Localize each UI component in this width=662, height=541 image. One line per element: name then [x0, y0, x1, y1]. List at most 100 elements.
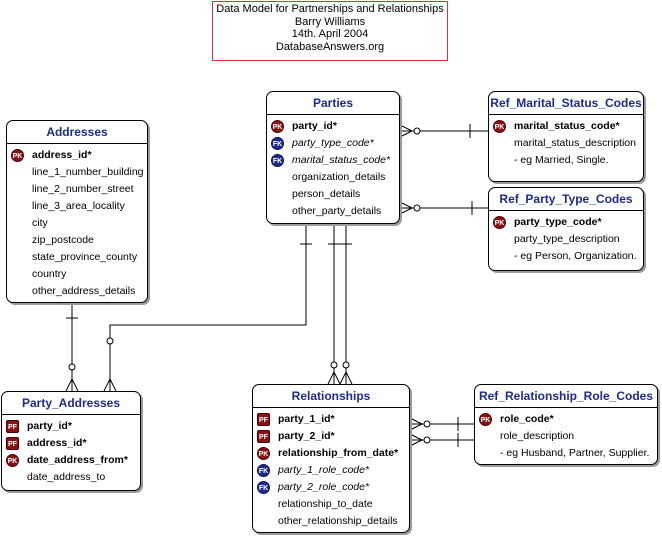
attribute-row: PF address_id* [2, 435, 140, 452]
attribute-name: party_2_role_code* [278, 481, 370, 493]
attribute-row: FK party_1_role_code* [253, 462, 409, 479]
pf-key-icon: PF [6, 437, 19, 450]
attribute-name: party_type_code* [514, 216, 602, 228]
attribute-row: organization_details [267, 169, 399, 186]
attribute-row: FK marital_status_code* [267, 152, 399, 169]
attribute-name: role_description [500, 430, 575, 442]
pk-key-icon: PK [257, 447, 270, 460]
title-line: DatabaseAnswers.org [275, 40, 385, 53]
attribute-row: FK party_type_code* [267, 135, 399, 152]
connector-parties-relationships-1 [327, 224, 341, 385]
title-line: 14th. April 2004 [291, 28, 369, 40]
attribute-name: state_province_county [32, 251, 138, 263]
attribute-row: relationship_to_date [253, 496, 409, 513]
attribute-name: organization_details [292, 171, 386, 183]
fk-key-icon: FK [257, 481, 270, 494]
attribute-row: marital_status_description [489, 135, 643, 152]
attribute-row: PK party_type_code* [489, 214, 643, 231]
connector-addresses-party-addresses [65, 303, 79, 392]
connector-relationships-role-2 [409, 433, 474, 447]
attribute-name: line_2_number_street [32, 183, 134, 195]
attribute-name: party_1_role_code* [278, 464, 370, 476]
attribute-row: PK date_address_from* [2, 452, 140, 469]
attribute-name: - eg Married, Single. [514, 154, 609, 166]
attribute-name: party_type_code* [292, 137, 374, 149]
pk-key-icon: PK [493, 120, 506, 133]
attribute-name: - eg Husband, Partner, Supplier. [500, 447, 650, 459]
attribute-row: - eg Married, Single. [489, 152, 643, 169]
entity-title: Ref_Relationship_Role_Codes [475, 385, 657, 408]
attribute-row: role_description [475, 428, 657, 445]
attribute-name: relationship_from_date* [278, 447, 399, 459]
attribute-name: role_code* [500, 413, 554, 425]
attribute-row: - eg Person, Organization. [489, 248, 643, 265]
attribute-name: address_id* [32, 149, 92, 161]
attribute-name: line_1_number_building [32, 166, 144, 178]
attribute-row: other_address_details [7, 283, 147, 300]
attribute-name: relationship_to_date [278, 498, 373, 510]
attribute-row: state_province_county [7, 249, 147, 266]
pk-key-icon: PK [479, 413, 492, 426]
entity-attributes: PK address_id* line_1_number_building line_… [7, 144, 147, 300]
attribute-row: PK address_id* [7, 147, 147, 164]
attribute-row: zip_postcode [7, 232, 147, 249]
attribute-name: line_3_area_locality [32, 200, 125, 212]
attribute-row: PK marital_status_code* [489, 118, 643, 135]
pk-key-icon: PK [493, 216, 506, 229]
attribute-row: - eg Husband, Partner, Supplier. [475, 445, 657, 462]
attribute-name: marital_status_description [514, 137, 636, 149]
title-line: Barry Williams [294, 15, 366, 28]
pk-key-icon: PK [6, 454, 19, 467]
connector-parties-party-addresses [103, 224, 312, 392]
attribute-name: other_relationship_details [278, 515, 398, 527]
entity-attributes: PK role_code* role_description - eg Husband… [475, 408, 657, 462]
attribute-name: marital_status_code* [292, 154, 391, 166]
entity-title: Relationships [253, 385, 409, 408]
attribute-row: person_details [267, 186, 399, 203]
attribute-name: party_id* [27, 420, 72, 432]
attribute-name: zip_postcode [32, 234, 94, 246]
attribute-row: line_2_number_street [7, 181, 147, 198]
attribute-row: city [7, 215, 147, 232]
attribute-row: line_1_number_building [7, 164, 147, 181]
fk-key-icon: FK [271, 137, 284, 150]
attribute-row: party_type_description [489, 231, 643, 248]
attribute-row: line_3_area_locality [7, 198, 147, 215]
connector-parties-relationships-2 [339, 224, 353, 385]
attribute-row: country [7, 266, 147, 283]
entity-attributes: PK marital_status_code* marital_status_des… [489, 115, 643, 169]
pk-key-icon: PK [11, 149, 24, 162]
pk-key-icon: PK [271, 120, 284, 133]
fk-key-icon: FK [271, 154, 284, 167]
attribute-name: address_id* [27, 437, 87, 449]
attribute-row: PK relationship_from_date* [253, 445, 409, 462]
attribute-name: date_address_from* [27, 454, 128, 466]
entity-title: Addresses [7, 121, 147, 144]
entity-title: Parties [267, 92, 399, 115]
attribute-name: marital_status_code* [514, 120, 620, 132]
connector-parties-party-type [399, 201, 488, 215]
attribute-name: party_type_description [514, 233, 620, 245]
entity-title: Party_Addresses [2, 392, 140, 415]
attribute-row: PK role_code* [475, 411, 657, 428]
fk-key-icon: FK [257, 464, 270, 477]
entity-title: Ref_Marital_Status_Codes [489, 92, 643, 115]
attribute-row: date_address_to [2, 469, 140, 486]
attribute-name: other_address_details [32, 285, 136, 297]
attribute-name: - eg Person, Organization. [514, 250, 637, 262]
attribute-row: other_relationship_details [253, 513, 409, 530]
attribute-name: other_party_details [292, 205, 382, 217]
pf-key-icon: PF [257, 430, 270, 443]
attribute-name: person_details [292, 188, 361, 200]
